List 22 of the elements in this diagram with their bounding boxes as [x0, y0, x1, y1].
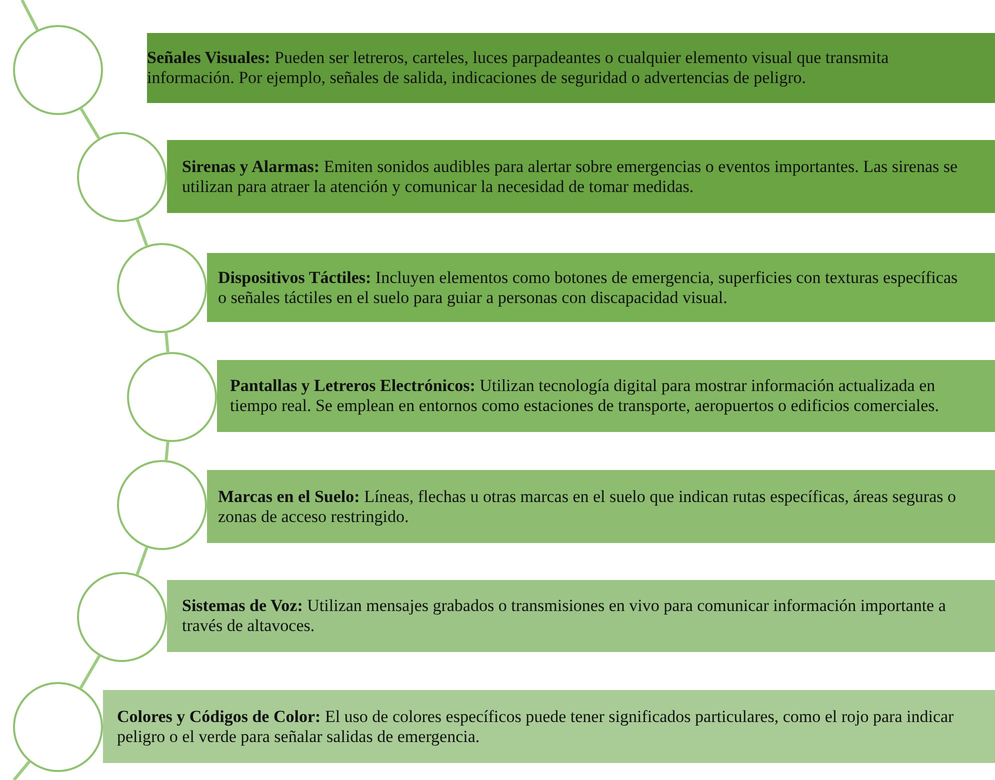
connector-line [79, 655, 101, 689]
item-description: Marcas en el Suelo: Líneas, flechas u otras marcas en el suelo que indican rutas específicas, áreas seguras o zonas de acceso restringido. [218, 486, 957, 526]
connector-line [80, 108, 100, 140]
list-item-bar [217, 360, 995, 432]
item-description: Sistemas de Voz: Utilizan mensajes grabados o transmisiones en vivo para comunicar información importante a través de altavoces. [182, 596, 947, 636]
connector-line [136, 546, 148, 576]
connector-line [20, 0, 39, 31]
list-item-bar [147, 33, 995, 103]
connector-line [136, 218, 148, 246]
item-description: Señales Visuales: Pueden ser letreros, carteles, luces parpadeantes o cualquier elemento visual que transmita información. Por ejemplo, señales de salida, indicaciones de seguridad o advertencias de peligro. [147, 48, 890, 88]
connector-line [12, 760, 30, 780]
item-description: Pantallas y Letreros Electrónicos: Utilizan tecnología digital para mostrar información actualizada en tiempo real. Se emplean en entornos como estaciones de transporte, aeropuertos o edificios comerciales. [230, 376, 940, 416]
item-description: Sirenas y Alarmas: Emiten sonidos audibles para alertar sobre emergencias o eventos importantes. Las sirenas se utilizan para atraer la atención y comunicar la necesidad de tomar medidas. [182, 156, 959, 196]
connector-line [164, 332, 170, 352]
connector-line [164, 442, 170, 460]
list-item-bar [103, 690, 995, 763]
list-item-bar [207, 253, 995, 322]
list-item-bar [207, 470, 995, 543]
list-item-bar [167, 140, 995, 213]
item-description: Colores y Códigos de Color: El uso de colores específicos puede tener significados particulares, como el rojo para indicar peligro o el verde para señalar salidas de emergencia. [117, 706, 955, 746]
item-description: Dispositivos Táctiles: Incluyen elementos como botones de emergencia, superficies con texturas específicas o señales táctiles en el suelo para guiar a personas con discapacidad visual. [218, 268, 959, 308]
list-item-bar [167, 580, 995, 652]
